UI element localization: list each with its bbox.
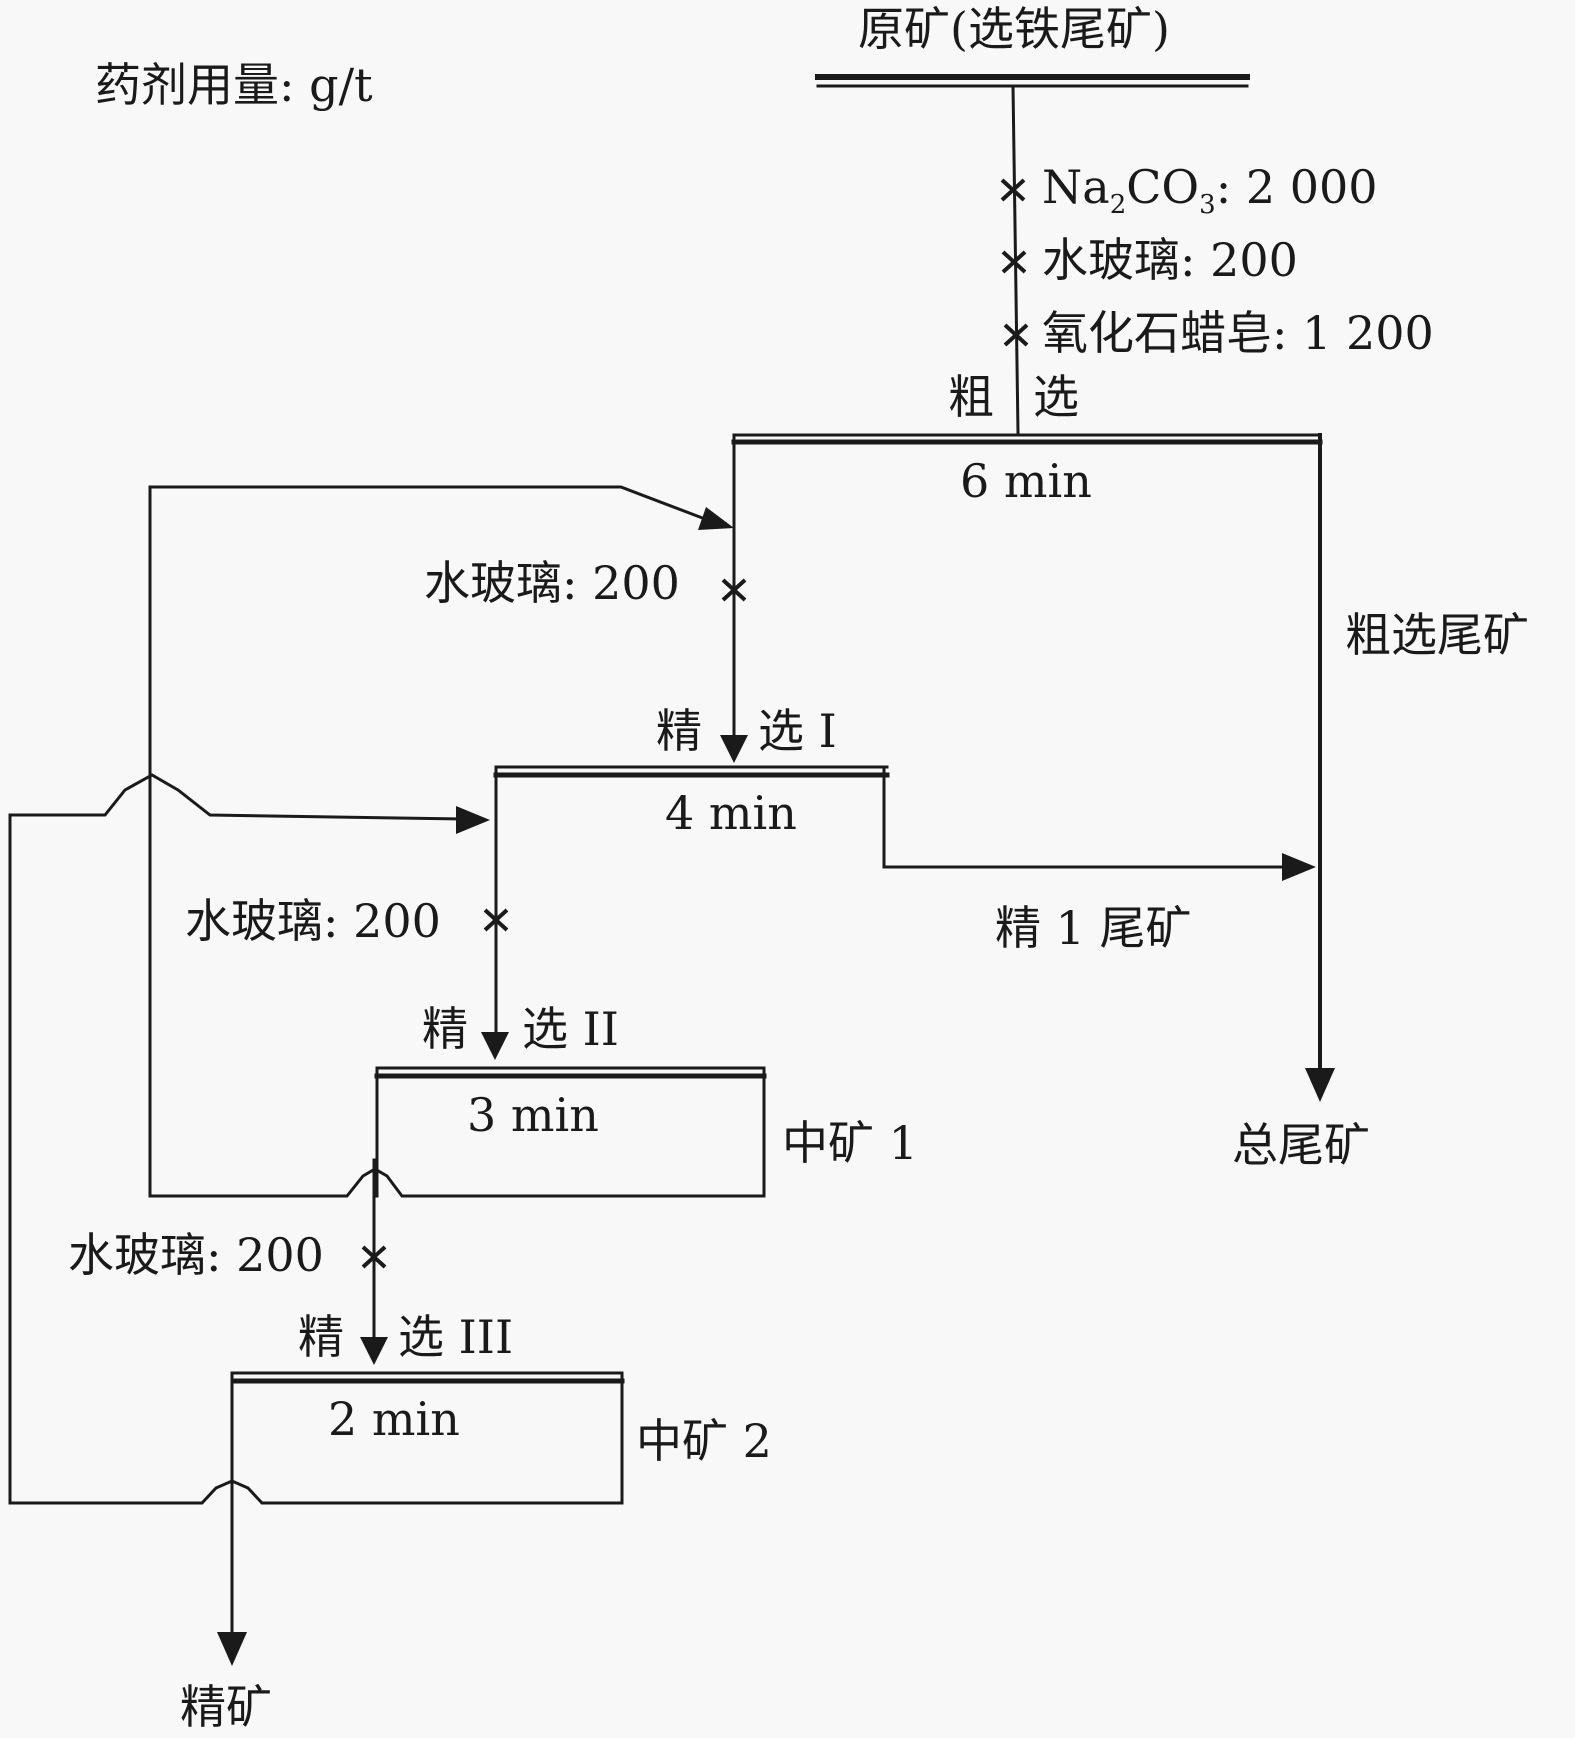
- reagent-addition-icon: [483, 908, 509, 932]
- feed-label: 原矿(选铁尾矿): [858, 2, 1170, 56]
- concentrate-label: 精矿: [180, 1680, 272, 1734]
- total-tailings-label: 总尾矿: [1232, 1118, 1370, 1172]
- middlings2-label: 中矿 2: [636, 1414, 772, 1468]
- reagent-addition-icon: [1003, 323, 1029, 347]
- cleaner2-stage-label-left: 精: [422, 1002, 468, 1056]
- arrow-into-rougher-icon: [698, 507, 734, 530]
- middlings2-return-line: [8, 773, 624, 1505]
- reagent-addition-icon: [361, 1245, 387, 1269]
- cleaner1-time: 4 min: [665, 786, 797, 840]
- arrow-into-cleaner2-icon: [481, 1032, 509, 1060]
- rougher-reagent-water-glass: 水玻璃: 200: [1042, 233, 1298, 287]
- arrow-concentrate-icon: [217, 1632, 247, 1666]
- cleaner1-reagent: 水玻璃: 200: [424, 556, 680, 610]
- cleaner2-time: 3 min: [467, 1088, 599, 1142]
- arrow-cleaner1-tailings-icon: [1282, 853, 1316, 881]
- cleaner1-stage-label-right: 选 I: [758, 704, 837, 758]
- arrow-middlings2-into-cleaner1-icon: [456, 806, 490, 834]
- dosage-unit-note: 药剂用量: g/t: [95, 58, 373, 112]
- cleaner2-stage-label-right: 选 II: [522, 1002, 619, 1056]
- rougher-time: 6 min: [960, 454, 1092, 508]
- reagent-addition-icon: [1001, 250, 1027, 274]
- arrow-total-tailings-icon: [1305, 1068, 1335, 1102]
- arrow-into-cleaner3-icon: [360, 1337, 388, 1365]
- cleaner1-stage-label-left: 精: [656, 704, 702, 758]
- cleaner3-stage-label-right: 选 III: [398, 1310, 514, 1364]
- rougher-tailings-label: 粗选尾矿: [1345, 608, 1529, 662]
- rougher-stage-label-left: 粗: [948, 370, 994, 424]
- cleaner3-stage-label-left: 精: [298, 1310, 344, 1364]
- cleaner1-tailings-label: 精 1 尾矿: [995, 901, 1192, 955]
- reagent-addition-icon: [1000, 178, 1026, 202]
- cleaner3-time: 2 min: [328, 1392, 460, 1446]
- rougher-stage-label-right: 选: [1033, 370, 1079, 424]
- cleaner1-tailings-line: [882, 765, 1292, 869]
- arrow-into-cleaner1-icon: [720, 735, 748, 763]
- reagent-addition-icon: [721, 578, 747, 602]
- rougher-reagent-na2co3: Na2CO3: 2 000: [1042, 160, 1378, 220]
- middlings1-return-line: [148, 485, 766, 1198]
- cleaner2-reagent: 水玻璃: 200: [185, 894, 441, 948]
- rougher-reagent-paraffin-soap: 氧化石蜡皂: 1 200: [1042, 306, 1434, 360]
- middlings1-label: 中矿 1: [782, 1116, 918, 1170]
- cleaner3-reagent: 水玻璃: 200: [68, 1228, 324, 1282]
